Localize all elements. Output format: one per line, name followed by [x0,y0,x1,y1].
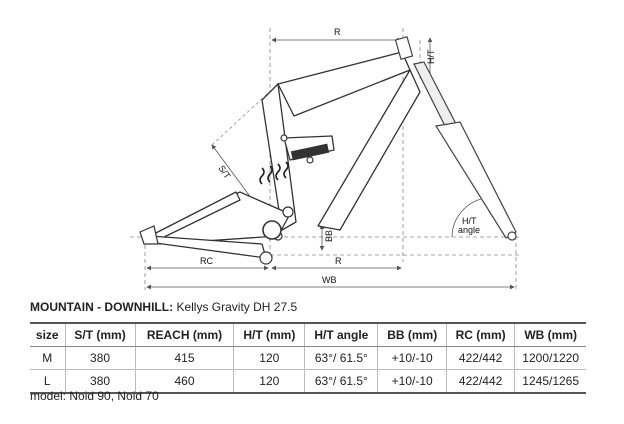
table-header-row: size S/T (mm) REACH (mm) H/T (mm) H/T an… [30,322,586,347]
bottom-bracket [262,220,282,240]
down-tube [317,69,421,231]
table-row: M 380 415 120 63°/ 61.5° +10/-10 422/442… [30,346,586,370]
rear-shock [259,143,330,185]
table-cell: 460 [135,369,235,394]
header-head-tube: H/T (mm) [233,322,306,347]
head-tube-label: H/T [426,49,436,64]
fork-upper-tube [413,61,457,129]
category-label: MOUNTAIN - DOWNHILL: [30,300,174,314]
table-cell: +10/-10 [377,346,447,370]
table-cell: 422/442 [446,346,516,370]
table-cell: 380 [65,346,136,370]
header-reach: REACH (mm) [135,322,235,347]
bike-geometry-diagram: R H/T S/T H/T angle BB RC R WB [130,27,520,290]
table-cell: 120 [233,346,306,370]
wheelbase-label: WB [322,275,337,285]
rear-dropout [139,225,159,245]
seat-tube [261,83,297,231]
table-cell: 1245/1265 [514,369,586,394]
table-cell: M [30,346,66,370]
table-cell: 63°/ 61.5° [304,369,379,394]
fork-lower-leg [435,121,517,239]
table-cell: L [30,369,66,394]
header-wb: WB (mm) [514,322,586,347]
head-angle-label-line2: angle [458,225,480,235]
table-cell: 380 [65,369,136,394]
model-label: Kellys Gravity DH 27.5 [176,300,298,314]
table-cell: +10/-10 [377,369,447,394]
header-head-angle: H/T angle [304,322,379,347]
table-cell: 422/442 [446,369,516,394]
bb-label: BB [324,230,334,242]
table-row: L 380 460 120 63°/ 61.5° +10/-10 422/442… [30,369,586,394]
rear-center-label: RC [200,256,213,266]
header-rc: RC (mm) [446,322,516,347]
reach-lower-label: R [335,256,342,266]
table-cell: 63°/ 61.5° [304,346,379,370]
geometry-table: size S/T (mm) REACH (mm) H/T (mm) H/T an… [30,322,586,394]
header-seat-tube: S/T (mm) [65,322,136,347]
table-cell: 415 [135,346,235,370]
header-bb: BB (mm) [377,322,447,347]
pivot-points [147,134,314,265]
seat-tube-label: S/T [216,163,233,181]
front-fork [394,35,517,241]
compatible-models-note: model: Noid 90, Noid 70 [30,389,159,403]
reach-label: R [334,27,341,37]
header-size: size [30,322,66,347]
bike-frame [147,51,421,259]
table-cell: 1200/1220 [514,346,586,370]
head-angle-arc [451,197,487,238]
head-angle-label-line1: H/T [462,216,477,226]
table-cell: 120 [233,369,306,394]
geometry-heading: MOUNTAIN - DOWNHILL: Kellys Gravity DH 2… [30,300,297,314]
